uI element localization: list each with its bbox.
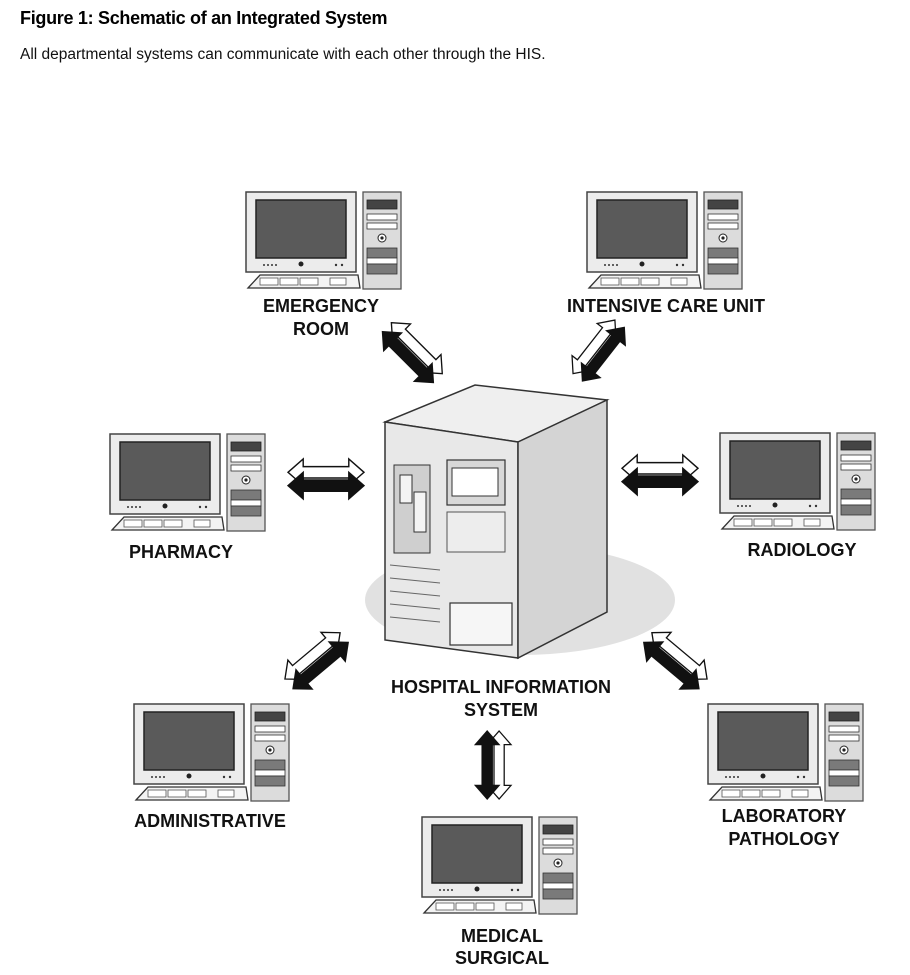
emergency-link-arrow — [372, 313, 452, 393]
administrative-link-arrow — [276, 622, 357, 699]
radiology-node: RADIOLOGY — [719, 432, 876, 560]
icu-link-arrow — [563, 312, 635, 389]
hub-label-line2: SYSTEM — [464, 700, 538, 720]
workstation-icon — [133, 703, 290, 802]
workstation-icon — [245, 191, 402, 290]
workstation-icon — [586, 191, 743, 290]
server-tower-icon — [365, 384, 675, 660]
workstation-icon — [719, 432, 876, 531]
workstation-icon — [421, 816, 578, 915]
laboratory-label-line1: LABORATORY — [722, 806, 847, 826]
pharmacy-node: PHARMACY — [109, 433, 266, 562]
medical-link-arrow — [474, 730, 512, 800]
icu-node: INTENSIVE CARE UNIT — [567, 191, 765, 316]
hub-label-line1: HOSPITAL INFORMATION — [391, 677, 611, 697]
icu-label: INTENSIVE CARE UNIT — [567, 296, 765, 316]
radiology-link-arrow — [621, 454, 699, 496]
pharmacy-link-arrow — [287, 458, 365, 500]
workstation-icon — [109, 433, 266, 532]
radiology-label: RADIOLOGY — [747, 540, 856, 560]
emergency-room-node: EMERGENCY ROOM — [245, 191, 402, 339]
medical-label-line2: SURGICAL — [455, 948, 549, 968]
medical-label-line1: MEDICAL — [461, 926, 543, 946]
emergency-label-line1: EMERGENCY — [263, 296, 379, 316]
workstation-icon — [707, 703, 864, 802]
laboratory-node: LABORATORY PATHOLOGY — [707, 703, 864, 849]
administrative-label: ADMINISTRATIVE — [134, 811, 286, 831]
medical-surgical-node: MEDICAL SURGICAL — [421, 816, 578, 968]
laboratory-link-arrow — [635, 622, 716, 699]
figure-caption: All departmental systems can communicate… — [20, 46, 546, 63]
pharmacy-label: PHARMACY — [129, 542, 233, 562]
emergency-label-line2: ROOM — [293, 319, 349, 339]
laboratory-label-line2: PATHOLOGY — [728, 829, 839, 849]
figure-title: Figure 1: Schematic of an Integrated Sys… — [20, 8, 388, 28]
administrative-node: ADMINISTRATIVE — [133, 703, 290, 831]
